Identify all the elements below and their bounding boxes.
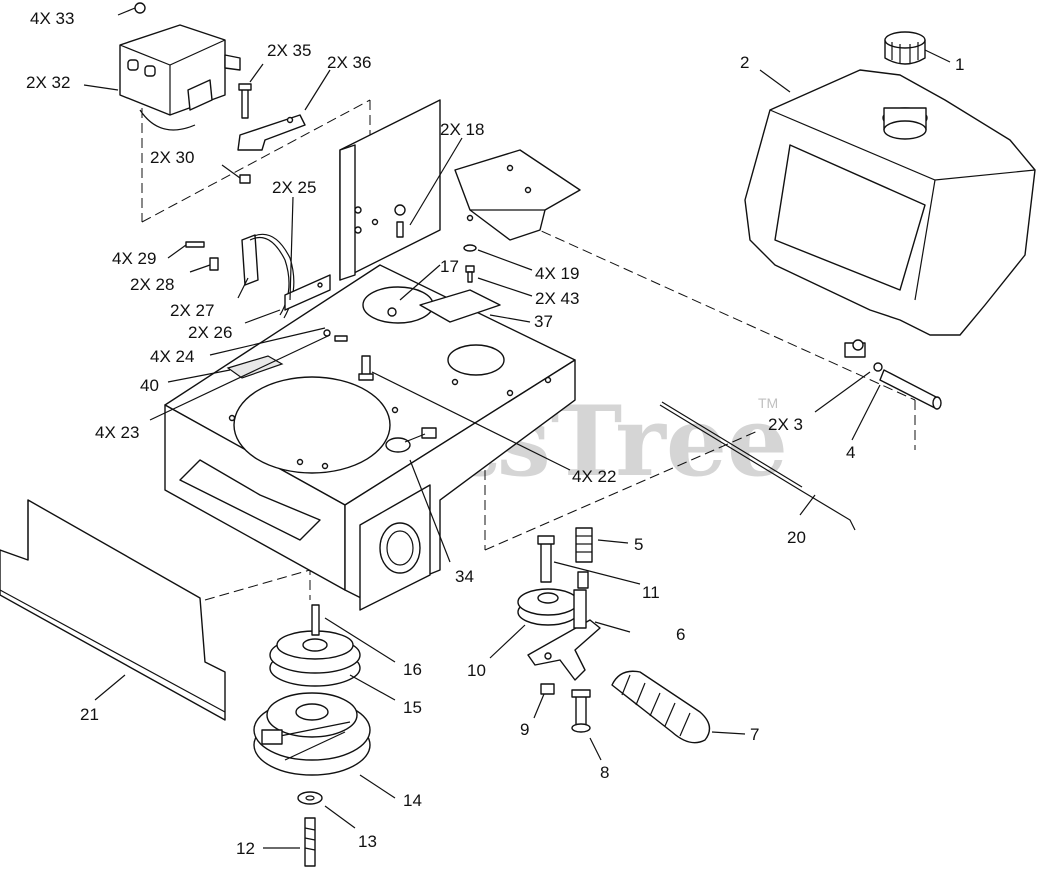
callout-43: 2X 43 <box>535 289 579 308</box>
frame-deck <box>164 99 576 611</box>
plate-17 <box>387 307 397 317</box>
spacer-5 <box>575 527 593 563</box>
callout-2: 2 <box>740 53 749 72</box>
mount-bracket <box>237 114 306 151</box>
electric-clutch <box>253 692 371 776</box>
spring-7 <box>611 670 711 744</box>
watermark-trademark: TM <box>758 395 778 411</box>
key-16 <box>311 604 320 636</box>
callout-23: 4X 23 <box>95 423 139 442</box>
shoulder-bolt-8 <box>571 689 591 733</box>
callout-labels: 1 2 2X 3 4 5 6 7 8 9 10 11 12 13 14 15 1… <box>26 9 964 858</box>
callout-1: 1 <box>955 55 964 74</box>
callout-12: 12 <box>236 839 255 858</box>
fuel-cap <box>884 31 926 65</box>
callout-22: 4X 22 <box>572 467 616 486</box>
fuel-fitting <box>844 339 883 372</box>
callout-26: 2X 26 <box>188 323 232 342</box>
callout-30: 2X 30 <box>150 148 194 167</box>
fuel-hose <box>879 369 942 410</box>
callout-13: 13 <box>358 832 377 851</box>
nut-9 <box>540 683 555 695</box>
callout-32: 2X 32 <box>26 73 70 92</box>
throttle-rod <box>659 401 856 531</box>
callout-28: 2X 28 <box>130 275 174 294</box>
callout-17: 17 <box>440 257 459 276</box>
callout-27: 2X 27 <box>170 301 214 320</box>
callout-15: 15 <box>403 698 422 717</box>
fuel-tank <box>744 69 1036 336</box>
callout-6: 6 <box>676 625 685 644</box>
screw-29 <box>185 241 205 248</box>
callout-19: 4X 19 <box>535 264 579 283</box>
callout-37: 37 <box>534 312 553 331</box>
bolt-22 <box>358 355 374 381</box>
bolt-12 <box>304 817 316 867</box>
callout-5: 5 <box>634 535 643 554</box>
leader-lines <box>83 7 951 849</box>
engine-pulley <box>269 630 361 687</box>
callout-4: 4 <box>846 443 855 462</box>
control-module <box>119 2 241 131</box>
callout-34: 34 <box>455 567 474 586</box>
bolt-11 <box>537 535 555 583</box>
callout-21: 21 <box>80 705 99 724</box>
callout-8: 8 <box>600 763 609 782</box>
sensor-34 <box>385 427 437 453</box>
callout-7: 7 <box>750 725 759 744</box>
idler-arm <box>527 589 601 681</box>
callout-35: 2X 35 <box>267 41 311 60</box>
callout-29: 4X 29 <box>112 249 156 268</box>
brake-bracket <box>209 233 331 319</box>
hardware-23-24 <box>323 329 348 342</box>
idler-pulley <box>517 588 579 626</box>
callout-10: 10 <box>467 661 486 680</box>
nut-30 <box>239 174 251 184</box>
callout-25: 2X 25 <box>272 178 316 197</box>
fasteners-18-19-43 <box>394 204 477 283</box>
callout-24: 4X 24 <box>150 347 194 366</box>
bolt-35 <box>238 83 252 119</box>
callout-18: 2X 18 <box>440 120 484 139</box>
callout-40: 40 <box>140 376 159 395</box>
callout-36: 2X 36 <box>327 53 371 72</box>
callout-11: 11 <box>642 583 660 602</box>
deflector-shield <box>0 499 226 721</box>
callout-16: 16 <box>403 660 422 679</box>
callout-20: 20 <box>787 528 806 547</box>
top-bracket-plate <box>454 149 581 241</box>
callout-33: 4X 33 <box>30 9 74 28</box>
callout-14: 14 <box>403 791 422 810</box>
washer-13 <box>297 791 323 805</box>
spacer-small <box>577 571 589 589</box>
callout-9: 9 <box>520 720 529 739</box>
callout-3: 2X 3 <box>768 415 803 434</box>
